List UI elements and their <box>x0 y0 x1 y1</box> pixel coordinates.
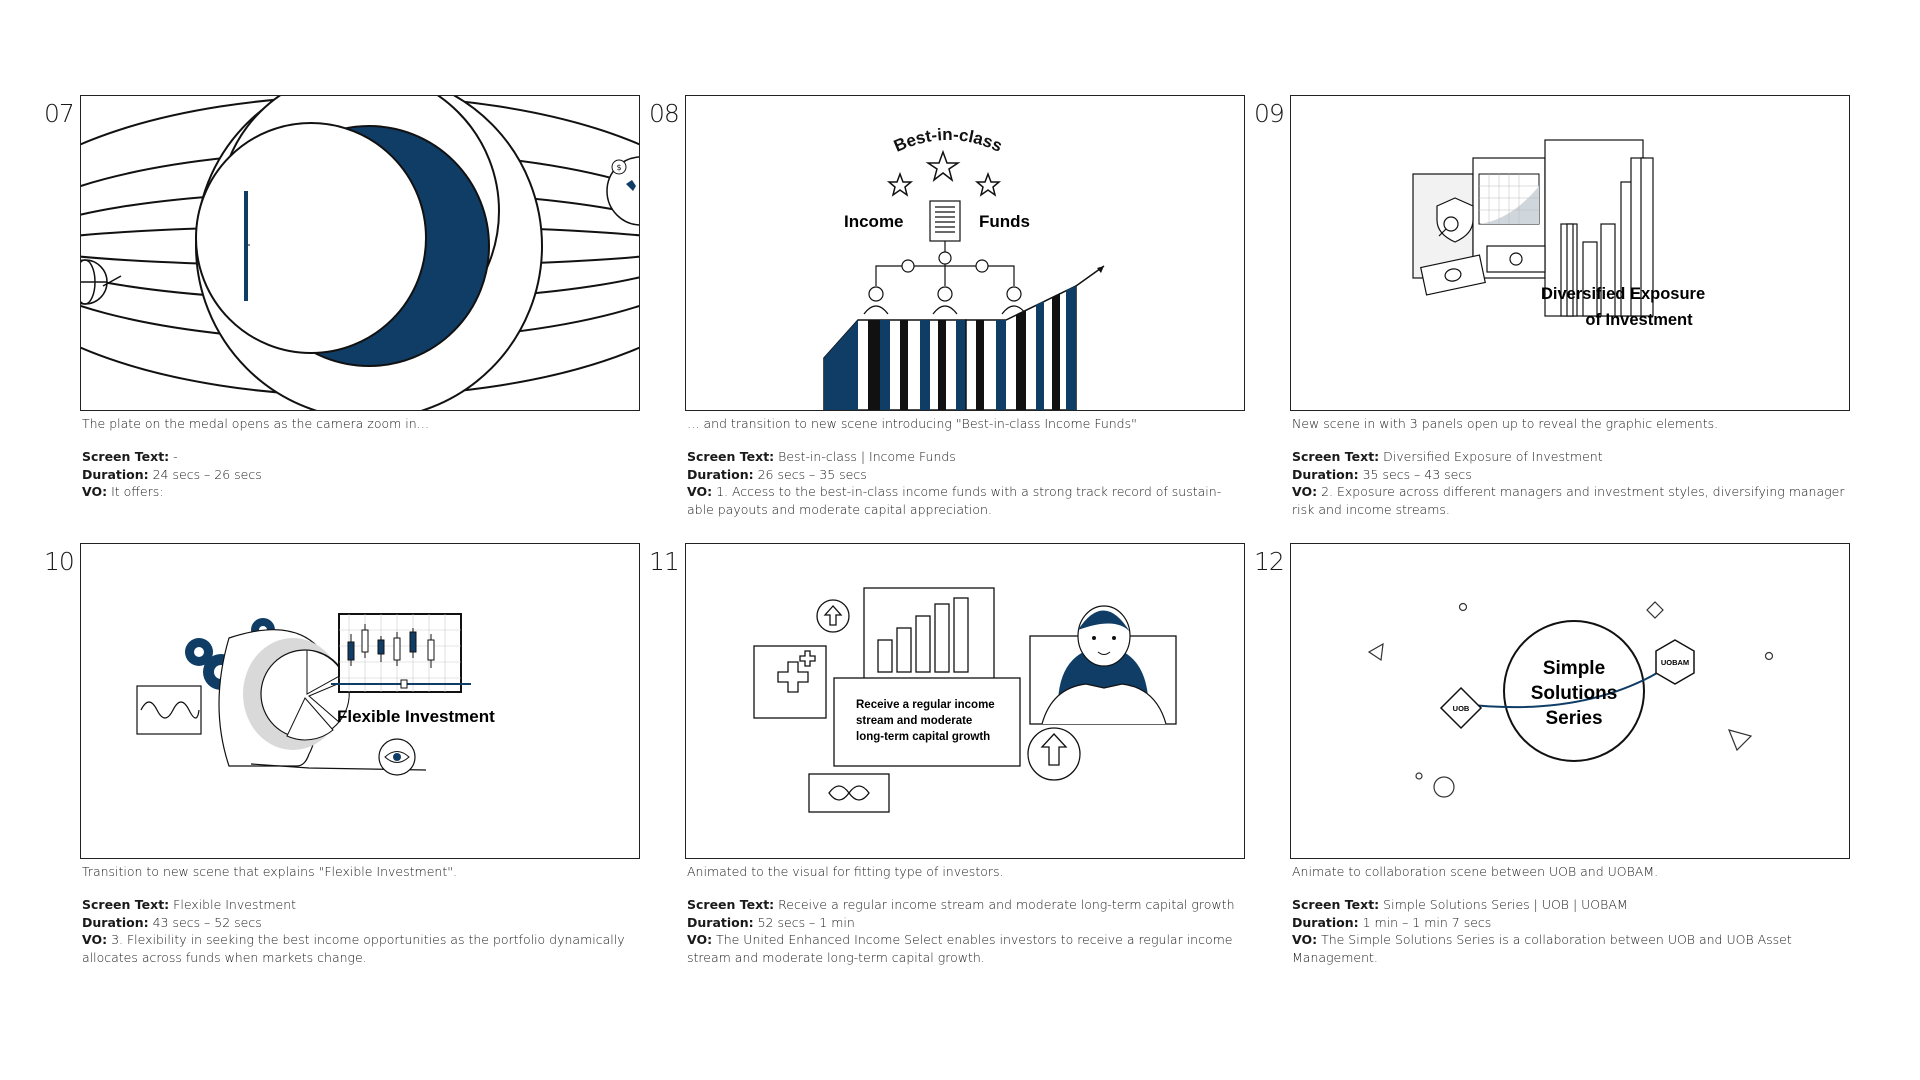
scene-meta: Screen Text: Receive a regular income st… <box>687 897 1235 965</box>
scene-description: The plate on the medal opens as the came… <box>82 416 430 431</box>
panel-frame: Receive a regular income stream and mode… <box>685 543 1245 859</box>
panel-frame: Diversified Exposure of Investment <box>1290 95 1850 411</box>
svg-text:UOB: UOB <box>1453 704 1470 713</box>
scene-description: Transition to new scene that explains "F… <box>82 864 457 879</box>
candlestick-chart-icon <box>338 613 462 693</box>
scene-description: … and transition to new scene introducin… <box>687 416 1137 431</box>
storyboard-panel-10: 10 <box>44 543 640 966</box>
panel-frame: Simple Solutions Series UOB UOBAM <box>1290 543 1850 859</box>
storyboard-panel-08: 08 Best-in-class Income Funds <box>649 95 1245 518</box>
storyboard-panel-07: 07 $ <box>44 95 640 501</box>
document-icon <box>929 200 961 242</box>
svg-text:long-term capital growth: long-term capital growth <box>856 731 990 743</box>
funds-label: Funds <box>979 212 1030 231</box>
series-circle <box>1503 620 1645 762</box>
storyboard-panel-12: 12 Simple Solutions Series UOB <box>1254 543 1850 966</box>
duration-value: 35 secs – 43 secs <box>1362 466 1472 482</box>
screen-text-value: - <box>173 449 178 464</box>
scene-description: Animate to collaboration scene between U… <box>1292 864 1659 879</box>
vo-value: The Simple Solutions Series is a collabo… <box>1292 932 1792 965</box>
scene-meta: Screen Text: Diversified Exposure of Inv… <box>1292 449 1845 517</box>
bar-columns <box>1560 157 1654 317</box>
infinity-icon <box>808 773 890 813</box>
panel-number: 10 <box>44 547 75 576</box>
duration-value: 26 secs – 35 secs <box>757 466 867 482</box>
star-icons <box>886 149 1002 197</box>
panel-number: 11 <box>649 547 680 576</box>
panel-number: 08 <box>649 99 680 128</box>
best-in-class-arc-text: Best-in-class <box>891 125 1005 156</box>
svg-text:$: $ <box>616 163 621 172</box>
uobam-badge: UOBAM <box>1655 639 1695 685</box>
globe-icon <box>81 259 122 305</box>
panel-number: 12 <box>1254 547 1285 576</box>
scene-meta: Screen Text: Best-in-class | Income Fund… <box>687 449 1222 517</box>
panel-frame: Best-in-class Income Funds <box>685 95 1245 411</box>
screen-text-value: Diversified Exposure of Investment <box>1383 449 1603 464</box>
scene-meta: Screen Text: Flexible Investment Duratio… <box>82 897 625 965</box>
panel-frame: Flexible Investment <box>80 543 640 859</box>
growth-arrow-icon <box>1027 727 1081 781</box>
income-label: Income <box>844 212 904 231</box>
svg-text:UOBAM: UOBAM <box>1661 658 1689 667</box>
investor-type-illustration: Receive a regular income stream and mode… <box>753 587 1177 813</box>
banknote-icons <box>1420 245 1546 296</box>
orbit-line <box>1462 661 1676 709</box>
vo-value: 1. Access to the best-in-class income fu… <box>687 484 1222 517</box>
vo-value: 2. Exposure across different managers an… <box>1292 484 1845 517</box>
screen-text-value: Flexible Investment <box>173 897 297 912</box>
planet-icon: $ <box>606 156 639 226</box>
panel-number: 09 <box>1254 99 1285 128</box>
fund-tree <box>863 241 1027 315</box>
panel-frame: $ <box>80 95 640 411</box>
screen-text-value: Simple Solutions Series | UOB | UOBAM <box>1383 897 1628 912</box>
eye-icon <box>378 738 416 776</box>
storyboard-panel-11: 11 <box>649 543 1245 966</box>
scene-meta: Screen Text: - Duration: 24 secs – 26 se… <box>82 449 262 499</box>
panel-number: 07 <box>44 99 75 128</box>
storyboard-panel-09: 09 <box>1254 95 1850 518</box>
plus-icons <box>753 645 827 719</box>
diversified-exposure-title: Diversified Exposure <box>1541 285 1705 303</box>
svg-text:stream and moderate: stream and moderate <box>856 715 972 727</box>
screen-text-value: Receive a regular income stream and mode… <box>778 897 1235 912</box>
of-investment-title: of Investment <box>1585 311 1693 329</box>
svg-text:Series: Series <box>1545 708 1602 729</box>
shield-search-icon <box>1436 197 1474 243</box>
flexible-investment-illustration: Flexible Investment <box>136 613 495 776</box>
scene-description: New scene in with 3 panels open up to re… <box>1292 416 1719 431</box>
growth-stairs <box>823 265 1105 410</box>
vo-value: 3. Flexibility in seeking the best incom… <box>82 932 625 965</box>
svg-text:Receive a regular income: Receive a regular income <box>856 699 995 711</box>
diversified-exposure-illustration: Diversified Exposure of Investment <box>1412 139 1705 329</box>
investor-portrait <box>1029 605 1177 725</box>
flexible-investment-title: Flexible Investment <box>337 707 495 726</box>
duration-value: 24 secs – 26 secs <box>152 466 262 482</box>
medal-zoom-illustration: $ <box>81 96 639 410</box>
bar-chart-icon <box>863 587 995 681</box>
duration-value: 1 min – 1 min 7 secs <box>1362 914 1492 930</box>
message-card: Receive a regular income stream and mode… <box>833 677 1021 767</box>
mini-chart-icon <box>1478 173 1540 225</box>
scene-meta: Screen Text: Simple Solutions Series | U… <box>1292 897 1792 965</box>
pie-chart-icon <box>243 638 350 750</box>
svg-text:Simple: Simple <box>1543 658 1605 679</box>
income-funds-illustration: Best-in-class Income Funds <box>823 125 1105 410</box>
svg-text:Solutions: Solutions <box>1531 683 1618 704</box>
screen-text-value: Best-in-class | Income Funds <box>778 449 956 464</box>
wave-chart-icon <box>136 685 202 735</box>
arrow-up-icon <box>816 599 850 633</box>
uob-badge: UOB <box>1439 686 1483 730</box>
scene-description: Animated to the visual for fitting type … <box>687 864 1004 879</box>
collaboration-illustration: Simple Solutions Series UOB UOBAM <box>1367 601 1774 798</box>
duration-value: 52 secs – 1 min <box>757 914 855 930</box>
vo-value: It offers: <box>111 484 164 499</box>
duration-value: 43 secs – 52 secs <box>152 914 262 930</box>
vo-value: The United Enhanced Income Select enable… <box>687 932 1233 965</box>
floating-shapes <box>1367 601 1774 798</box>
